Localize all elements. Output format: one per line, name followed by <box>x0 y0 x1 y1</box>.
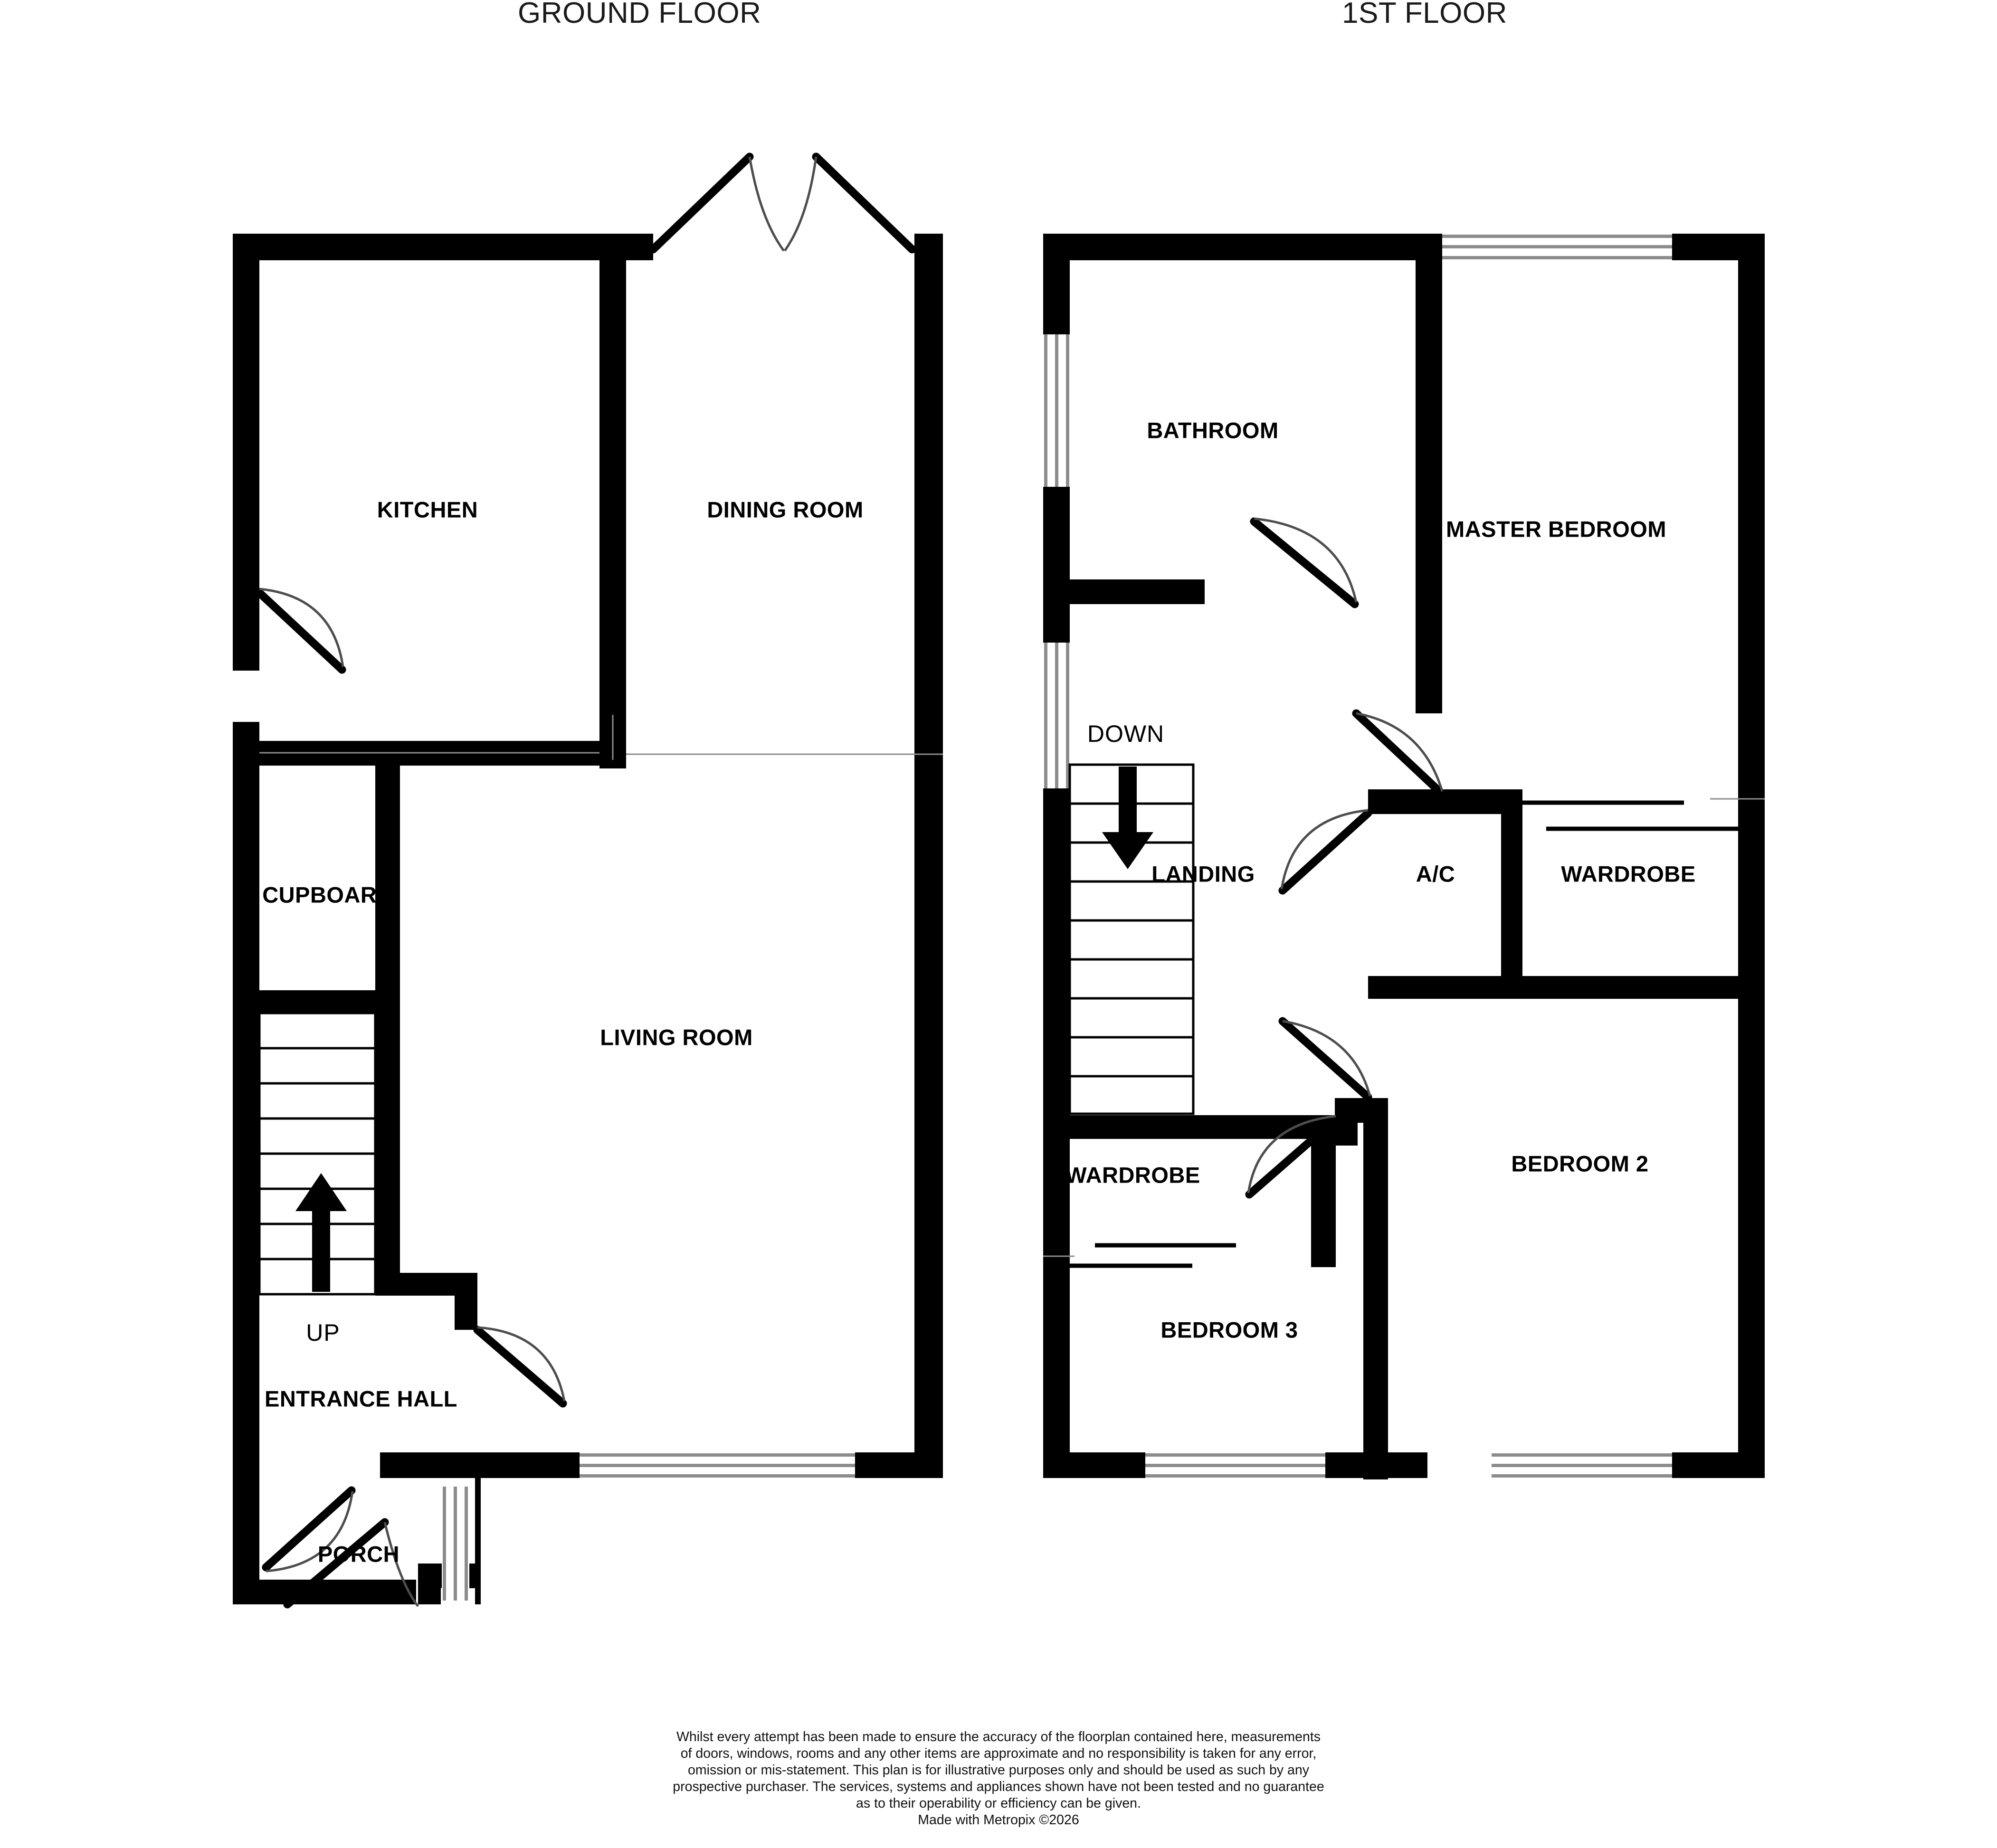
first-floor-staircase <box>1068 763 1195 1115</box>
first-floor-detail-lines <box>1070 800 1739 1268</box>
ground-floor-windows <box>442 1452 855 1601</box>
disclaimer-line-4: prospective purchaser. The services, sys… <box>673 1779 1324 1794</box>
room-label-entrance-hall: ENTRANCE HALL <box>265 1386 457 1412</box>
room-label-wardrobe-bed3: WARDROBE <box>1065 1162 1200 1188</box>
first-floor-doors <box>1245 517 1445 1199</box>
room-label-ac: A/C <box>1416 861 1455 887</box>
room-label-landing: LANDING <box>1151 861 1255 887</box>
first-floor-windows <box>1043 234 1672 1478</box>
disclaimer-line-1: Whilst every attempt has been made to en… <box>676 1729 1321 1744</box>
room-label-cupboard: CUPBOARD <box>262 882 393 908</box>
first-floor-division-lines <box>1043 798 1765 1257</box>
disclaimer-text: Whilst every attempt has been made to en… <box>0 1729 1997 1829</box>
room-label-wardrobe-master: WARDROBE <box>1561 861 1696 887</box>
ground-floor-division-lines <box>259 715 943 760</box>
disclaimer-line-2: of doors, windows, rooms and any other i… <box>680 1746 1317 1761</box>
stair-down-arrow <box>1102 767 1153 869</box>
room-label-porch: PORCH <box>317 1541 400 1567</box>
first-floor-walls <box>1043 234 1765 1479</box>
room-label-bedroom-3: BEDROOM 3 <box>1160 1317 1298 1343</box>
room-label-kitchen: KITCHEN <box>377 497 478 522</box>
room-label-living-room: LIVING ROOM <box>600 1024 753 1050</box>
ground-floor-walls <box>233 234 943 1604</box>
ground-floor-title: GROUND FLOOR <box>518 0 761 29</box>
room-label-master-bedroom: MASTER BEDROOM <box>1446 516 1666 542</box>
room-label-dining-room: DINING ROOM <box>707 497 864 522</box>
ground-floor-doors <box>255 152 916 1609</box>
room-label-bathroom: BATHROOM <box>1147 417 1279 443</box>
stair-up-arrow <box>295 1173 347 1292</box>
stair-label-down: DOWN <box>1087 720 1165 747</box>
disclaimer-line-5: as to their operability or efficiency ca… <box>856 1796 1141 1811</box>
stair-label-up: UP <box>306 1319 340 1346</box>
disclaimer-credit: Made with Metropix ©2026 <box>918 1812 1079 1828</box>
disclaimer-line-3: omission or mis-statement. This plan is … <box>688 1763 1309 1778</box>
room-label-bedroom-2: BEDROOM 2 <box>1511 1151 1649 1176</box>
first-floor-title: 1ST FLOOR <box>1342 0 1507 29</box>
ground-floor-staircase <box>258 1012 377 1296</box>
